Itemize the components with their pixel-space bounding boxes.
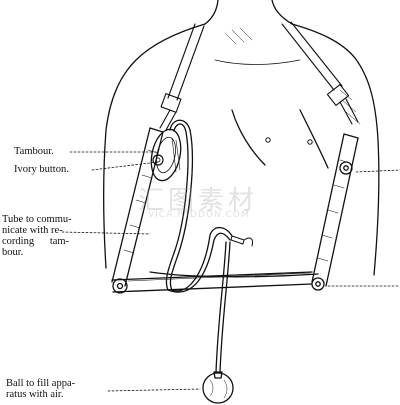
air-ball (202, 371, 234, 404)
label-ball-line-2: ratus with air. (6, 389, 64, 400)
label-tambour: Tambour. (14, 146, 54, 157)
watermark: 汇图素材 (138, 186, 259, 216)
bottom-cross-bar (111, 271, 325, 294)
air-tube (165, 119, 253, 373)
label-tube: Tube to commu- nicate with re- cording t… (2, 214, 72, 258)
label-tube-line-4: bour. (2, 247, 24, 258)
label-tube-line-3: cording tam- (2, 236, 70, 247)
leader-lines (61, 151, 400, 392)
label-ball: Ball to fill appa- ratus with air. (6, 378, 75, 400)
watermark-subtitle: VICA.PADDON.COM (148, 210, 250, 220)
label-ivory-button: Ivory button. (14, 164, 69, 175)
label-tube-line-1: Tube to commu- (2, 214, 72, 225)
left-lever-arm (111, 127, 182, 287)
right-lever-arm (311, 133, 359, 287)
right-shoulder-strap (281, 21, 359, 125)
label-ball-line-1: Ball to fill appa- (6, 378, 76, 389)
label-tube-line-2: nicate with re- (2, 225, 63, 236)
left-shoulder-strap (159, 23, 205, 131)
